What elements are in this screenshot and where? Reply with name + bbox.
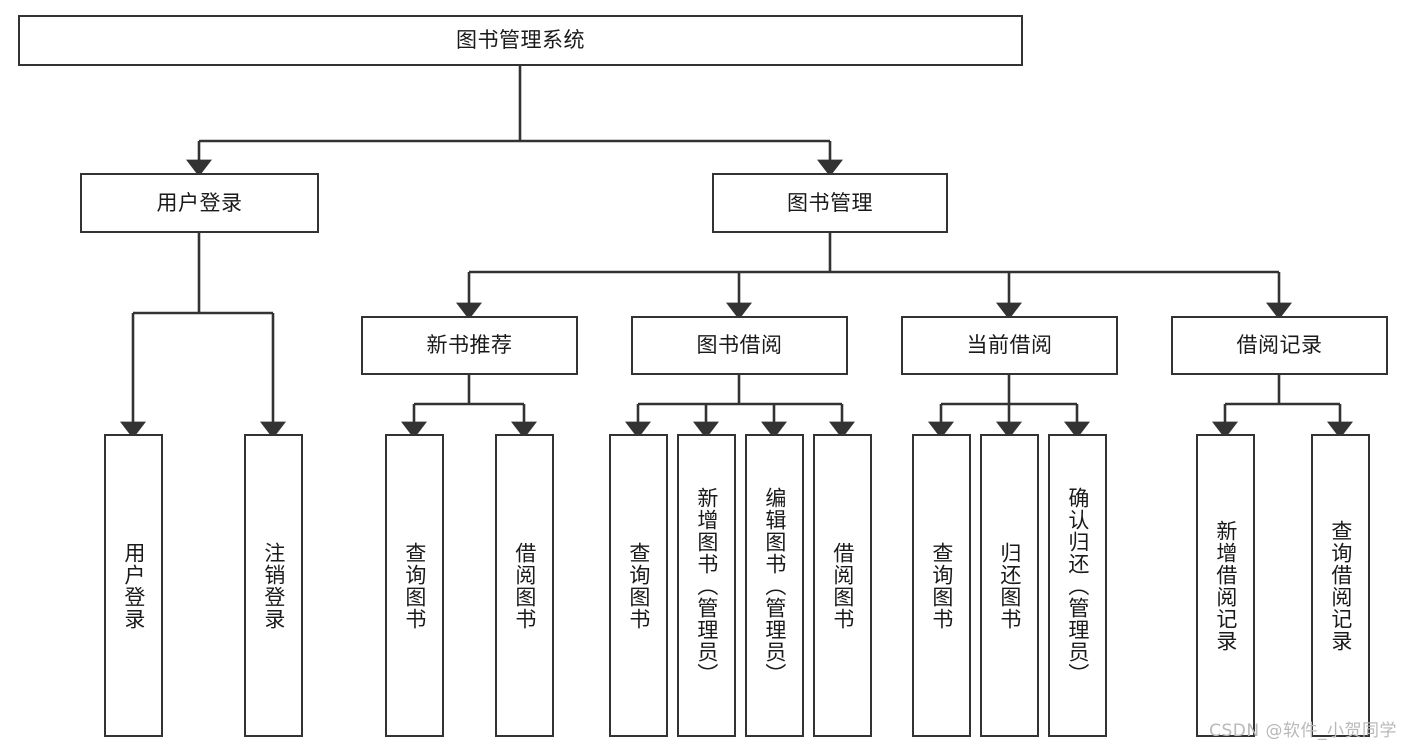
node-label: 确认归还（管理员） — [1065, 486, 1090, 685]
node-root-book-management-system[interactable]: 图书管理系统 — [18, 15, 1023, 66]
node-label: 图书借阅 — [696, 333, 783, 357]
node-label: 查询图书 — [626, 541, 651, 630]
csdn-watermark: CSDN @软件_小贺同学 — [1209, 721, 1397, 741]
node-borrow-record[interactable]: 借阅记录 — [1171, 316, 1388, 375]
node-label: 借阅图书 — [830, 541, 855, 630]
node-user-login[interactable]: 用户登录 — [80, 173, 319, 233]
node-label: 新书推荐 — [426, 333, 513, 357]
node-label: 借阅记录 — [1236, 333, 1323, 357]
node-leaf-book-borrow-4[interactable]: 借阅图书 — [813, 434, 872, 737]
node-label: 新增借阅记录 — [1213, 519, 1238, 652]
node-label: 编辑图书（管理员） — [762, 486, 787, 685]
node-leaf-current-borrow-3[interactable]: 确认归还（管理员） — [1048, 434, 1107, 737]
node-label: 查询图书 — [402, 541, 427, 630]
node-label: 图书管理 — [787, 190, 873, 215]
node-label: 查询借阅记录 — [1328, 519, 1353, 652]
node-leaf-book-borrow-3[interactable]: 编辑图书（管理员） — [745, 434, 804, 737]
node-label: 注销登录 — [261, 541, 286, 630]
node-leaf-new-book-1[interactable]: 查询图书 — [385, 434, 444, 737]
node-leaf-new-book-2[interactable]: 借阅图书 — [495, 434, 554, 737]
node-leaf-user-login-2[interactable]: 注销登录 — [244, 434, 303, 737]
node-leaf-book-borrow-1[interactable]: 查询图书 — [609, 434, 668, 737]
node-label: 当前借阅 — [966, 333, 1053, 357]
node-label: 图书管理系统 — [456, 28, 585, 52]
node-leaf-borrow-record-2[interactable]: 查询借阅记录 — [1311, 434, 1370, 737]
node-label: 查询图书 — [929, 541, 954, 630]
node-leaf-user-login-1[interactable]: 用户登录 — [104, 434, 163, 737]
node-label: 新增图书（管理员） — [694, 486, 719, 685]
node-leaf-current-borrow-2[interactable]: 归还图书 — [980, 434, 1039, 737]
node-label: 借阅图书 — [512, 541, 537, 630]
node-label: 用户登录 — [156, 190, 243, 215]
node-current-borrow[interactable]: 当前借阅 — [901, 316, 1118, 375]
node-label: 归还图书 — [997, 541, 1022, 630]
node-label: 用户登录 — [121, 541, 146, 630]
node-leaf-current-borrow-1[interactable]: 查询图书 — [912, 434, 971, 737]
node-leaf-book-borrow-2[interactable]: 新增图书（管理员） — [677, 434, 736, 737]
node-new-book-recommend[interactable]: 新书推荐 — [361, 316, 578, 375]
node-book-borrow[interactable]: 图书借阅 — [631, 316, 848, 375]
node-leaf-borrow-record-1[interactable]: 新增借阅记录 — [1196, 434, 1255, 737]
node-book-management[interactable]: 图书管理 — [712, 173, 948, 233]
